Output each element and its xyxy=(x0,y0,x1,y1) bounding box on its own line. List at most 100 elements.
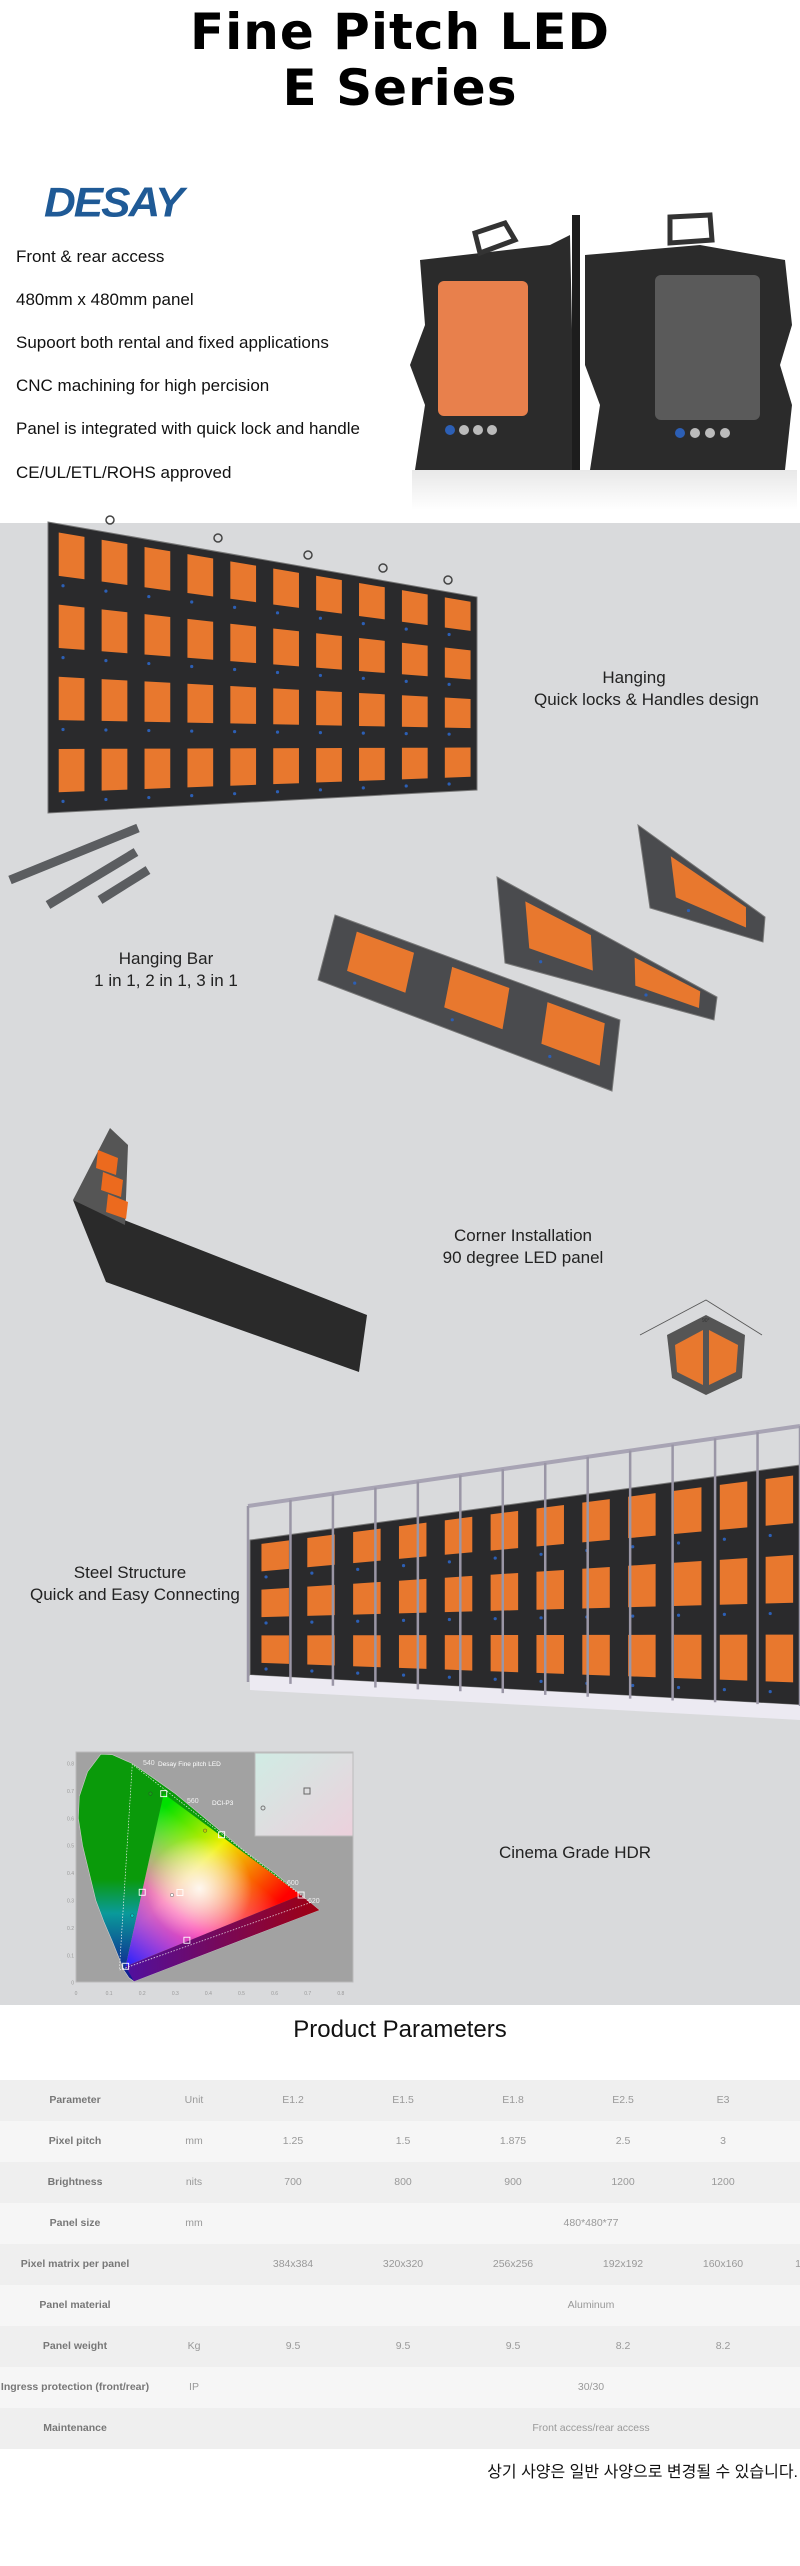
connector xyxy=(676,1685,681,1690)
connector xyxy=(61,727,65,732)
column-header: E1.8 xyxy=(502,2094,524,2106)
led-module xyxy=(261,1635,289,1664)
led-module xyxy=(101,679,128,722)
connector xyxy=(310,1571,314,1575)
led-module xyxy=(187,683,214,724)
connector xyxy=(447,1675,451,1679)
led-module xyxy=(628,1493,656,1539)
page-title: Fine Pitch LED E Series xyxy=(0,4,800,116)
connector xyxy=(61,584,65,588)
gamut-triangle-white xyxy=(125,1793,302,1967)
connector xyxy=(318,673,323,678)
corner-mini-led xyxy=(709,1330,738,1385)
parameter-unit: mm xyxy=(185,2217,203,2229)
spec-change-note: 상기 사양은 일반 사양으로 변경될 수 있습니다. xyxy=(487,2464,798,2481)
led-module xyxy=(307,1635,335,1666)
connector xyxy=(401,1618,406,1622)
y-tick-label: 0.5 xyxy=(67,1844,74,1850)
wavelength-540: 540 xyxy=(143,1760,155,1767)
connector xyxy=(676,1613,681,1617)
led-module xyxy=(444,597,471,631)
title-line-1: Fine Pitch LED xyxy=(189,3,611,61)
led-module xyxy=(353,1635,381,1668)
connector xyxy=(401,1564,406,1568)
connector xyxy=(539,1616,543,1620)
parameter-value: 800 xyxy=(394,2176,412,2188)
led-module xyxy=(398,1635,427,1669)
connector xyxy=(447,682,451,686)
x-tick-label: 0.8 xyxy=(337,1991,344,1997)
led-module xyxy=(444,647,471,680)
led-module xyxy=(444,747,471,778)
connector xyxy=(147,728,151,733)
led-module xyxy=(307,1584,335,1616)
parameter-name: Panel size xyxy=(49,2217,101,2229)
hanging-ring xyxy=(105,515,115,525)
connector xyxy=(768,1533,772,1538)
led-module xyxy=(536,1569,564,1610)
x-tick-label: 0.2 xyxy=(139,1991,146,1997)
corner-led-module xyxy=(101,1172,123,1197)
led-module xyxy=(144,681,171,723)
gamut-marker xyxy=(183,1936,191,1944)
hanging-ring xyxy=(443,575,453,585)
connector xyxy=(104,797,108,802)
led-module xyxy=(444,1635,473,1671)
wavelength-560: 560 xyxy=(187,1798,199,1805)
led-module xyxy=(673,1634,702,1679)
parameter-value: 320x320 xyxy=(382,2258,424,2270)
parameter-value: 1.5 xyxy=(395,2135,411,2147)
parameter-value-merged: 480*480*77 xyxy=(563,2217,619,2229)
led-module xyxy=(101,609,128,654)
x-tick-label: 0.1 xyxy=(106,1991,113,1997)
connector xyxy=(548,1054,552,1059)
led-module xyxy=(765,1634,794,1683)
led-module xyxy=(719,1481,748,1530)
corner-panel-face xyxy=(73,1200,367,1372)
led-module xyxy=(401,590,428,626)
parameter-value-merged: Aluminum xyxy=(567,2299,615,2311)
connector xyxy=(768,1690,772,1694)
led-module xyxy=(58,532,85,580)
led-module xyxy=(58,604,85,650)
parameter-value: 160x160 xyxy=(702,2258,744,2270)
panel-1-in-1 xyxy=(637,823,766,943)
led-module xyxy=(490,1510,519,1551)
led-module xyxy=(673,1561,702,1606)
connector xyxy=(233,667,237,672)
led-module xyxy=(316,633,342,670)
hanging-bar-caption: Hanging Bar 1 in 1, 2 in 1, 3 in 1 xyxy=(66,948,266,992)
x-tick-label: 0.5 xyxy=(238,1991,245,1997)
led-module xyxy=(359,637,385,673)
feature-item: Front & rear access xyxy=(16,247,165,266)
led-module xyxy=(525,901,593,971)
parameter-value-merged: 30/30 xyxy=(577,2381,605,2393)
hanging-ring xyxy=(378,563,388,573)
gamut-point xyxy=(130,1913,135,1918)
wavelength-620: 620 xyxy=(308,1898,320,1905)
hanging-bar xyxy=(45,848,139,909)
connector xyxy=(356,1671,360,1675)
led-module xyxy=(273,628,299,667)
connector xyxy=(447,1560,451,1564)
corner-title: Corner Installation xyxy=(454,1226,592,1245)
led-module xyxy=(536,1634,564,1674)
led-module xyxy=(144,546,171,591)
connector xyxy=(447,1617,451,1622)
led-module xyxy=(316,690,342,726)
connector xyxy=(539,1552,543,1556)
parameter-name: Panel material xyxy=(39,2299,111,2311)
x-tick-label: 0 xyxy=(75,1991,78,1997)
connector xyxy=(404,679,408,683)
connector xyxy=(147,795,151,800)
parameter-value: 384x384 xyxy=(272,2258,314,2270)
led-module xyxy=(230,686,257,724)
x-tick-label: 0.4 xyxy=(205,1991,212,1997)
connector xyxy=(310,1620,314,1624)
gamut-marker xyxy=(218,1831,226,1839)
feature-item: 480mm x 480mm panel xyxy=(16,290,194,309)
cabinet-frame xyxy=(249,1464,800,1706)
table-row: Panel material Aluminum xyxy=(0,2285,800,2326)
